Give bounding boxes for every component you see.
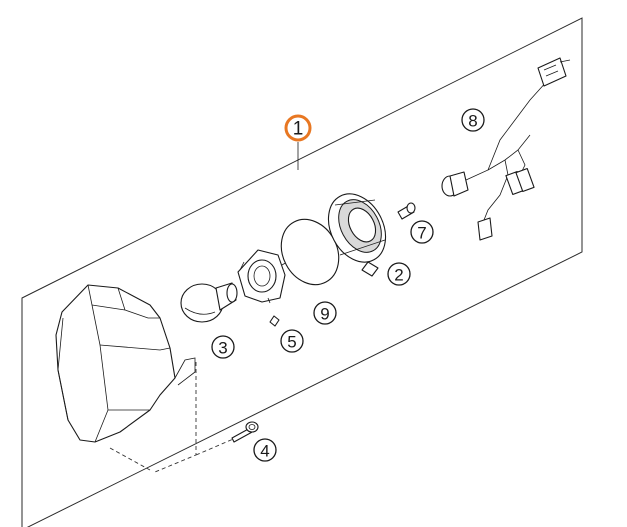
callout-8[interactable]: 8 [461,108,485,132]
headlight-housing [55,284,196,443]
callout-9-label: 9 [320,305,329,324]
callout-7[interactable]: 7 [410,220,434,244]
clip [269,315,280,327]
wiring-harness [441,57,571,241]
callout-3-label: 3 [218,339,227,358]
callout-8-label: 8 [468,112,477,131]
callout-3[interactable]: 3 [211,335,235,359]
callout-5-label: 5 [287,333,296,352]
mounting-guide-lines [154,362,239,473]
bulb-holder [237,249,288,304]
callout-7-label: 7 [417,224,426,243]
callout-1[interactable]: 1 [284,114,312,142]
callout-1-label: 1 [293,119,304,140]
callout-9[interactable]: 9 [313,301,337,325]
assembly-frame [21,17,583,527]
callout-2[interactable]: 2 [387,262,411,286]
callout-4-label: 4 [260,442,269,461]
parking-bulb [397,202,416,220]
screw [231,421,259,443]
main-bulb [180,282,238,323]
reflector-housing [327,193,387,277]
callout-4[interactable]: 4 [253,438,277,462]
callout-2-label: 2 [394,266,403,285]
callout-5[interactable]: 5 [280,329,304,353]
